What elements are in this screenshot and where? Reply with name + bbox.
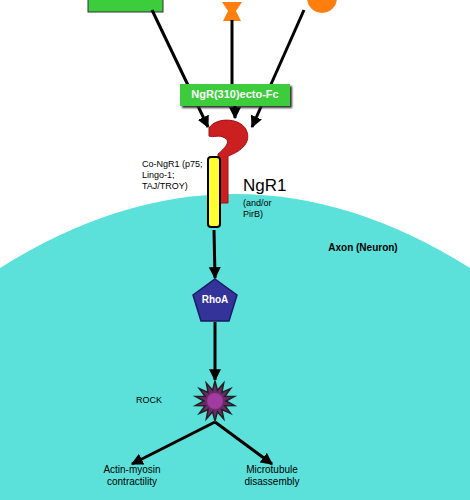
binding-arrow	[252, 10, 304, 127]
signal-arrow	[132, 422, 215, 464]
pentagon-shape	[193, 279, 237, 321]
signal-arrow	[214, 322, 217, 380]
node-label: RhoA	[192, 294, 238, 306]
signal-arrow	[215, 422, 272, 464]
node-label: (and/or PirB)	[243, 198, 283, 220]
outcome-text: Actin-myosin contractility	[88, 464, 176, 494]
cell-body	[0, 194, 470, 500]
star-shape	[196, 381, 235, 421]
binding-line	[231, 20, 234, 86]
ligand-circle	[307, 0, 337, 13]
axon-cell: Axon (Neuron) RhoA ROCK Actin-myosin contra…	[0, 190, 470, 500]
coreceptor-bar	[208, 157, 220, 227]
node-label: ROCK	[136, 395, 176, 406]
star-core	[207, 393, 223, 409]
node-label: Co-NgR1 (p75; Lingo-1; TAJ/TROY)	[142, 159, 206, 191]
signal-arrow	[214, 230, 215, 278]
node-label: Microtubule disassembly	[228, 464, 316, 488]
ligand-symbol	[222, 2, 242, 21]
node-label: NgR1	[243, 176, 300, 196]
outcome-text: Microtubule disassembly	[228, 464, 316, 494]
rhoa-pentagon: RhoA	[192, 278, 238, 322]
node-label: Axon (Neuron)	[328, 242, 398, 254]
rock-star: ROCK	[130, 380, 236, 422]
signal-arrow	[234, 106, 237, 118]
node-outline	[0, 190, 470, 500]
binding-arrow	[152, 10, 208, 127]
fusion-protein-box: NgR(310)ecto-Fc	[180, 84, 290, 106]
coreceptor-node: Co-NgR1 (p75; Lingo-1; TAJ/TROY)	[140, 155, 222, 230]
node-label: Actin-myosin contractility	[88, 464, 176, 488]
node-label: NgR(310)ecto-Fc	[180, 88, 290, 101]
